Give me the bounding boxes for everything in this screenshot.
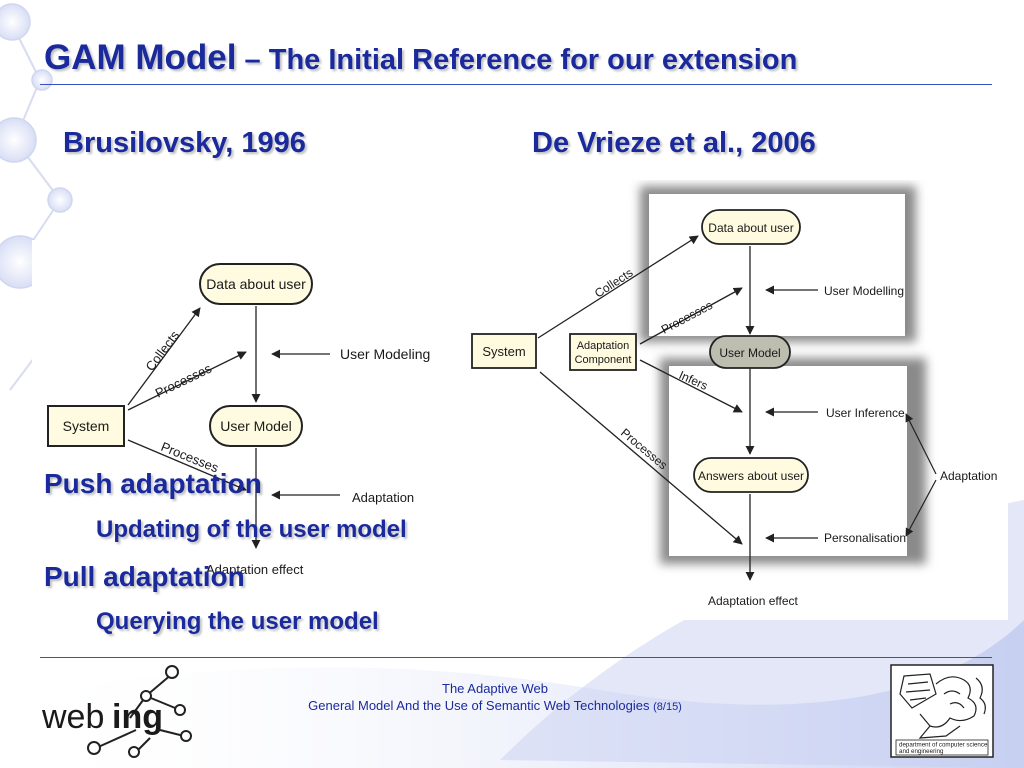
logo-text-web: web	[41, 698, 104, 736]
node-user-model-label: User Model	[220, 418, 292, 434]
label-processes-top: Processes	[153, 360, 215, 400]
slide-title-sub: – The Initial Reference for our extensio…	[236, 44, 798, 76]
node-user-modeling-label: User Modeling	[340, 346, 430, 362]
edge-processes-bottom	[539, 371, 743, 545]
edge-adaptation-down	[905, 479, 937, 537]
slide-title: GAM Model – The Initial Reference for ou…	[44, 38, 797, 78]
node-user-model	[709, 335, 791, 369]
slide-title-main: GAM Model	[44, 38, 237, 77]
department-emblem: department of computer science and engin…	[890, 664, 994, 758]
label-collects: Collects	[592, 266, 635, 301]
node-answers-about-user	[693, 457, 809, 493]
right-diagram: Collects Processes Infers Processes Syst…	[471, 186, 997, 608]
label-collects: Collects	[142, 327, 182, 373]
bullet-push-adaptation: Push adaptation	[44, 468, 262, 499]
left-diagram-panel: Collects Processes Processes System Data…	[32, 240, 464, 590]
node-system	[47, 405, 125, 447]
slide-footer: The Adaptive Web General Model And the U…	[200, 680, 790, 716]
footer-page-number: (8/15)	[653, 701, 682, 713]
node-adaptation-label: Adaptation	[352, 490, 414, 505]
title-divider	[40, 84, 992, 85]
node-system-label: System	[63, 418, 110, 434]
node-adaptation-component	[569, 333, 637, 371]
footer-line-1: The Adaptive Web	[442, 681, 548, 696]
edge-collects	[127, 307, 201, 406]
node-data-about-user-label: Data about user	[708, 221, 793, 235]
bullet-push-sub: Updating of the user model	[96, 516, 407, 543]
right-diagram-panel: Collects Processes Infers Processes Syst…	[463, 180, 1008, 620]
node-user-inference-label: User Inference	[826, 406, 905, 420]
webing-logo: web ing	[41, 665, 192, 758]
footer-line-2: General Model And the Use of Semantic We…	[200, 697, 790, 716]
edge-adaptation-up	[905, 413, 937, 475]
footer-subtitle: General Model And the Use of Semantic We…	[308, 698, 650, 713]
node-adaptation-effect-label: Adaptation effect	[206, 562, 304, 577]
node-adaptation-component-label-1: Adaptation	[577, 340, 630, 352]
node-adaptation-component-label-2: Component	[575, 354, 632, 366]
node-user-model-label: User Model	[719, 346, 780, 360]
edge-collects	[537, 235, 699, 339]
node-system-label: System	[482, 344, 525, 359]
emblem-text-line-2: and engineering	[899, 748, 944, 755]
node-adaptation-label: Adaptation	[940, 469, 997, 483]
bullet-pull-sub: Querying the user model	[96, 608, 379, 635]
node-user-model	[209, 405, 303, 447]
edge-processes-top	[127, 351, 247, 411]
node-data-about-user	[701, 209, 801, 245]
bullet-pull-adaptation: Pull adaptation	[44, 561, 245, 592]
edge-processes-bottom	[127, 439, 247, 491]
left-diagram-author: Brusilovsky, 1996	[63, 127, 306, 159]
right-diagram-author: De Vrieze et al., 2006	[532, 127, 816, 159]
node-personalisation-label: Personalisation	[824, 531, 906, 545]
node-data-about-user-label: Data about user	[206, 276, 306, 292]
footer-divider	[40, 657, 992, 658]
node-answers-about-user-label: Answers about user	[698, 469, 804, 483]
node-user-modelling-label: User Modelling	[824, 284, 904, 298]
edge-infers	[639, 359, 743, 413]
edge-processes-top	[639, 287, 743, 345]
node-data-about-user	[199, 263, 313, 305]
logo-text-ing: ing	[112, 698, 163, 736]
emblem-text-line-1: department of computer science	[899, 742, 988, 749]
node-system	[471, 333, 537, 369]
node-adaptation-effect-label: Adaptation effect	[708, 594, 799, 608]
left-diagram: Collects Processes Processes System Data…	[47, 263, 430, 577]
